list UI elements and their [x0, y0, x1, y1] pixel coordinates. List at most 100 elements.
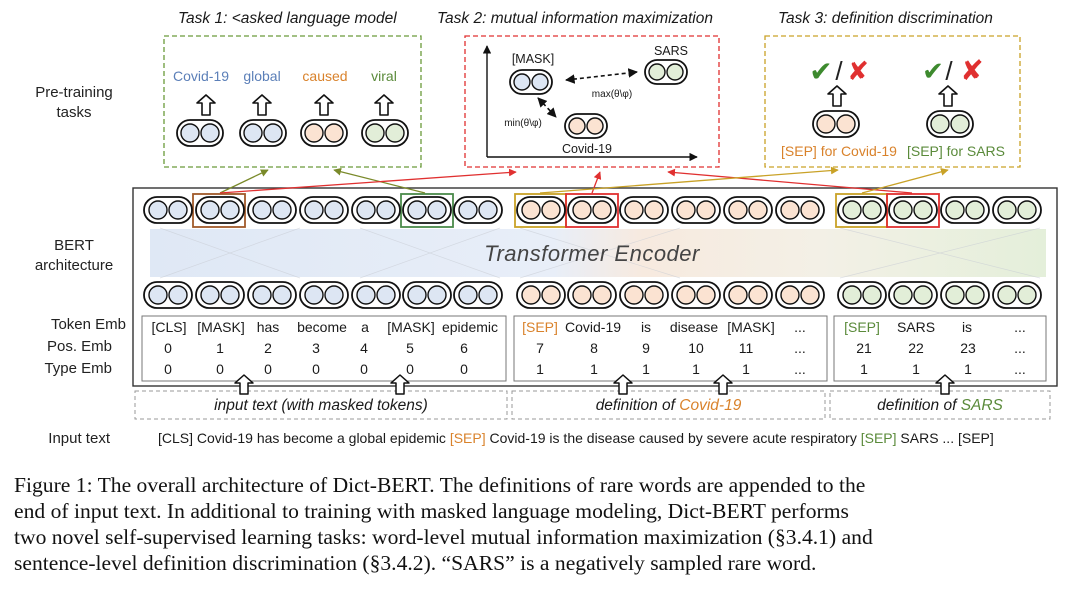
task1-pill-covid — [176, 119, 224, 147]
task1-title: Task 1: <asked language model — [178, 10, 397, 27]
bert-in-covid-4 — [723, 281, 773, 309]
tok-covid-0: [SEP] — [522, 319, 558, 335]
bert-out-sars-2 — [940, 196, 990, 224]
up-arrow-icon — [613, 374, 633, 395]
task2-covid-label: Covid-19 — [561, 142, 613, 156]
task3-title: Task 3: definition discrimination — [778, 10, 993, 27]
bert-in-input-3 — [299, 281, 349, 309]
tok-input-5: [MASK] — [387, 319, 435, 335]
type-input-0: 0 — [164, 361, 172, 377]
segment-title-input: input text (with masked tokens) — [214, 397, 428, 414]
task2-sars-label: SARS — [653, 44, 689, 58]
segment-title-sars-prefix: definition of — [877, 397, 961, 414]
task2-pill-covid — [564, 113, 608, 139]
task3-check-icon-2: ✔ — [922, 56, 944, 86]
up-arrow-icon — [713, 374, 733, 395]
task3-covid-label: [SEP] for Covid-19 — [781, 143, 897, 159]
type-input-3: 0 — [312, 361, 320, 377]
bert-out-input-4 — [351, 196, 401, 224]
task3-slash-1: / — [835, 56, 843, 86]
bert-in-sars-2 — [940, 281, 990, 309]
tok-covid-2: is — [640, 319, 652, 335]
task3-slash-2: / — [945, 56, 953, 86]
highlight-sars-word — [886, 193, 940, 228]
task2-pill-sars — [644, 59, 688, 85]
bert-in-input-4 — [351, 281, 401, 309]
figure-caption: Figure 1: The overall architecture of Di… — [14, 472, 1070, 576]
bert-in-input-5 — [402, 281, 452, 309]
pretraining-label: Pre-training tasks — [28, 83, 120, 123]
bert-label-line2: architecture — [34, 257, 114, 274]
pos-covid-3: 10 — [688, 340, 704, 356]
bert-out-input-6 — [453, 196, 503, 224]
tok-input-1: [MASK] — [197, 319, 245, 335]
pos-sars-1: 22 — [908, 340, 924, 356]
bert-in-input-0 — [143, 281, 193, 309]
bert-out-sars-1 — [888, 196, 938, 224]
tok-sars-3: ... — [1014, 319, 1026, 335]
tok-covid-3: disease — [669, 319, 719, 335]
type-covid-1: 1 — [590, 361, 598, 377]
bert-out-input-2 — [247, 196, 297, 224]
up-arrow-icon — [314, 94, 334, 116]
pos-input-4: 4 — [360, 340, 368, 356]
highlight-mask1 — [192, 193, 246, 228]
segment-title-box-input — [134, 390, 508, 420]
tok-covid-5: ... — [794, 319, 806, 335]
task2-box — [464, 35, 720, 168]
bert-out-covid-5 — [775, 196, 825, 224]
tok-sars-0: [SEP] — [844, 319, 880, 335]
task3-pill-sars — [926, 110, 974, 138]
caption-line-4: sentence-level definition discrimination… — [14, 551, 817, 575]
encoder-band — [150, 229, 1046, 277]
up-arrow-icon — [935, 374, 955, 395]
segment-title-covid-prefix: definition of — [595, 397, 680, 414]
type-covid-4: 1 — [742, 361, 750, 377]
tok-input-0: [CLS] — [151, 319, 187, 335]
task3-sars-label: [SEP] for SARS — [906, 143, 1006, 159]
bert-in-covid-3 — [671, 281, 721, 309]
pos-covid-2: 9 — [642, 340, 650, 356]
segment-title-sars-word: SARS — [960, 397, 1003, 414]
input-text-part1: [CLS] Covid-19 has become a global epide… — [158, 430, 450, 446]
segment-title-box-covid — [511, 390, 826, 420]
bert-in-input-2 — [247, 281, 297, 309]
caption-line-3: two novel self-supervised learning tasks… — [14, 525, 873, 549]
segment-box-covid — [513, 315, 828, 382]
arrow-gold-2 — [861, 168, 949, 194]
bert-in-covid-0 — [516, 281, 566, 309]
up-arrow-icon — [196, 94, 216, 116]
tok-sars-1: SARS — [896, 319, 936, 335]
caption-line-2: end of input text. In additional to trai… — [14, 499, 849, 523]
up-arrow-icon — [827, 85, 847, 107]
task3-cross-icon: ✘ — [847, 56, 869, 86]
pos-covid-4: 11 — [738, 340, 754, 356]
task3-box — [764, 35, 1021, 168]
tok-input-6: epidemic — [441, 319, 499, 335]
pos-input-2: 2 — [264, 340, 272, 356]
bert-in-input-1 — [195, 281, 245, 309]
arrow-gold-1 — [539, 166, 839, 194]
task1-word-global: global — [243, 68, 281, 84]
bert-in-sars-0 — [837, 281, 887, 309]
figure: Pre-training tasks BERT architecture Tok… — [28, 10, 1058, 447]
up-arrow-icon — [938, 85, 958, 107]
segment-title-box-sars — [829, 390, 1051, 420]
highlight-mask2 — [400, 193, 454, 228]
bert-out-input-3 — [299, 196, 349, 224]
task3-cross-icon-2: ✘ — [960, 55, 984, 86]
tok-input-2: has — [256, 319, 280, 335]
type-sars-2: 1 — [964, 361, 972, 377]
type-covid-2: 1 — [642, 361, 650, 377]
input-text-line: [CLS] Covid-19 has become a global epide… — [158, 430, 994, 446]
pos-covid-0: 7 — [536, 340, 544, 356]
task2-title: Task 2: mutual information maximization — [437, 10, 713, 27]
input-text-sep1: [SEP] — [449, 430, 486, 446]
bert-out-input-5 — [402, 196, 452, 224]
tok-covid-4: [MASK] — [727, 319, 775, 335]
tok-input-3: become — [297, 319, 347, 335]
type-input-1: 0 — [216, 361, 224, 377]
token-emb-label: Token Emb — [50, 316, 126, 333]
type-sars-1: 1 — [912, 361, 920, 377]
pos-input-5: 5 — [406, 340, 414, 356]
